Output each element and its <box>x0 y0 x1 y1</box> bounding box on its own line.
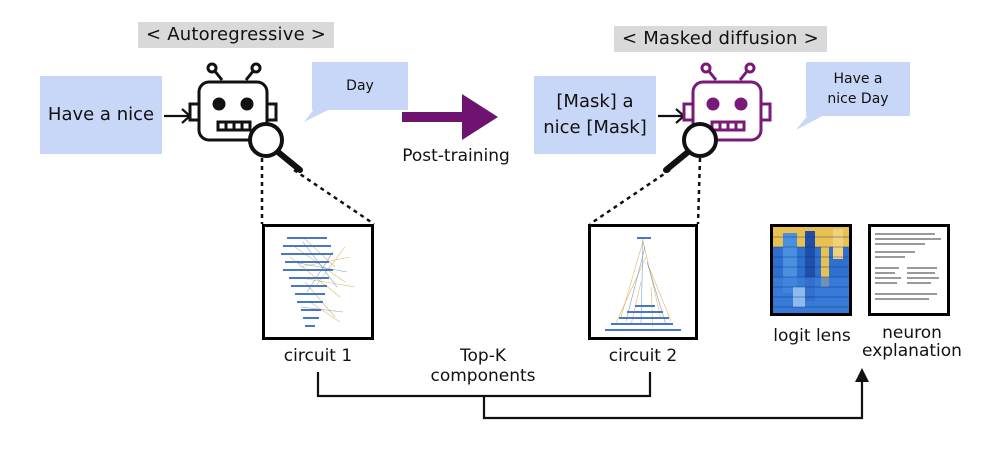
ar-magnifier-icon <box>248 122 303 173</box>
circuit-2-zoom-lines <box>589 157 702 226</box>
logit-lens-frame <box>770 224 852 316</box>
ar-robot-icon <box>188 62 278 142</box>
md-input-arrow <box>658 108 686 124</box>
circuit-2-graph <box>605 237 681 331</box>
masked-diffusion-title: < Masked diffusion > <box>614 26 827 52</box>
circuit-1-graph <box>281 237 356 327</box>
neuron-explanation-frame <box>868 224 950 316</box>
ar-output-text: Day <box>346 78 374 94</box>
circuit-1-frame <box>262 224 374 340</box>
circuit-1-label: circuit 1 <box>283 346 353 366</box>
md-output-bubble: Have a nice Day <box>806 62 910 116</box>
md-bubble-tail <box>796 110 826 130</box>
md-input-box: [Mask] a nice [Mask] <box>534 76 656 154</box>
topk-components-label: Top-K components <box>430 346 536 386</box>
neuron-explanation-label: neuron explanation <box>862 323 962 361</box>
logit-lens-label: logit lens <box>773 326 851 346</box>
md-magnifier-icon <box>663 122 718 173</box>
ar-input-box: Have a nice <box>40 76 162 154</box>
post-training-label: Post-training <box>402 146 510 166</box>
autoregressive-title: < Autoregressive > <box>138 22 335 48</box>
ar-input-arrow <box>164 108 192 124</box>
md-input-text: [Mask] a nice [Mask] <box>543 91 647 138</box>
md-output-text: Have a nice Day <box>827 71 889 107</box>
topk-arrowhead <box>855 368 869 382</box>
md-robot-icon <box>682 62 772 142</box>
topk-connector <box>316 372 864 420</box>
ar-input-text: Have a nice <box>47 104 155 125</box>
circuit-2-label: circuit 2 <box>608 346 678 366</box>
circuit-2-frame <box>588 224 698 340</box>
ar-output-bubble: Day <box>312 62 408 110</box>
neuron-explanation-text-preview <box>875 233 941 300</box>
post-training-arrow <box>402 94 498 140</box>
logit-lens-heatmap <box>773 227 849 313</box>
circuit-1-zoom-lines <box>260 158 375 226</box>
ar-bubble-tail <box>304 104 332 122</box>
